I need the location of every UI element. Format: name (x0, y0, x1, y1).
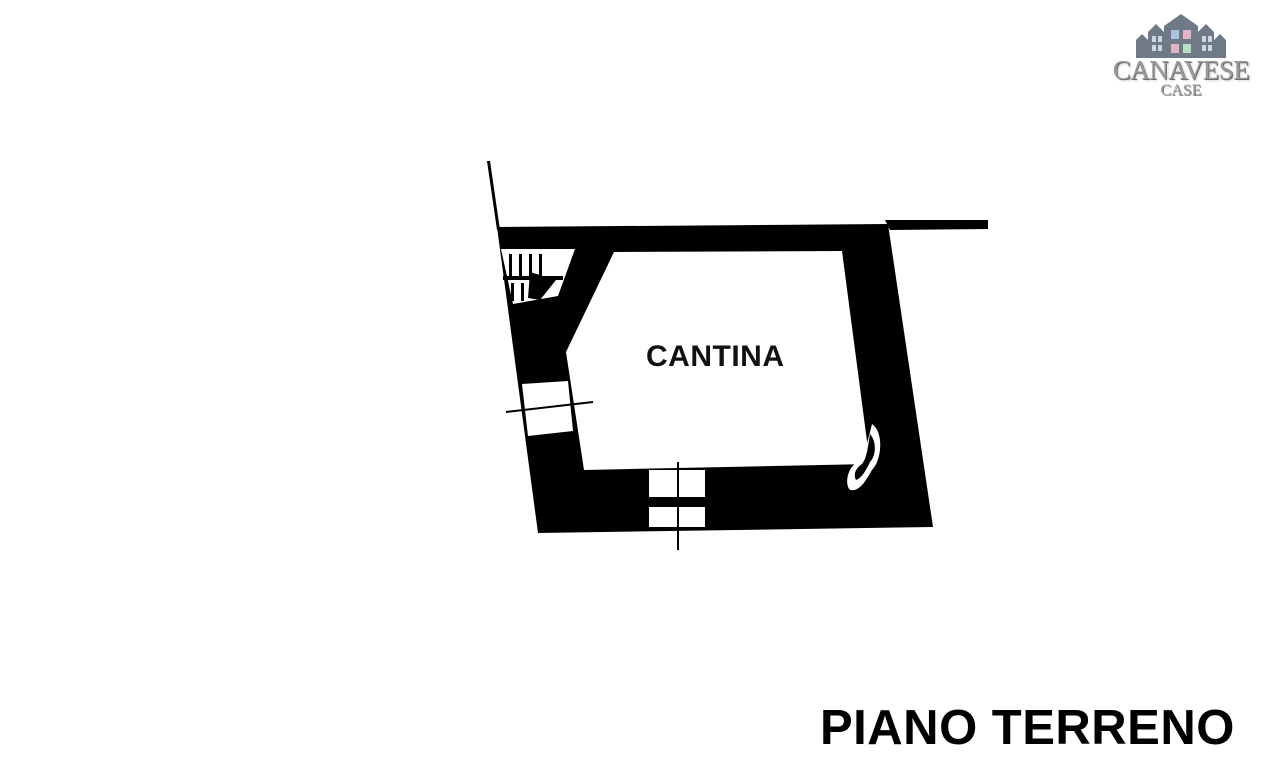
floor-title: PIANO TERRENO (820, 701, 1235, 755)
room-label-cantina: CANTINA (646, 340, 785, 373)
houses-icon (1136, 14, 1226, 58)
canavese-case-logo: CANAVESE CASE (1104, 14, 1258, 100)
logo-brand-text: CANAVESE (1112, 55, 1250, 85)
property-line-west (487, 161, 500, 230)
west-window (505, 381, 594, 436)
staircase (501, 249, 575, 304)
logo-sub-text: CASE (1160, 82, 1202, 99)
property-line-east (885, 220, 988, 230)
boiler-fixture (847, 424, 881, 491)
south-door (649, 462, 705, 550)
